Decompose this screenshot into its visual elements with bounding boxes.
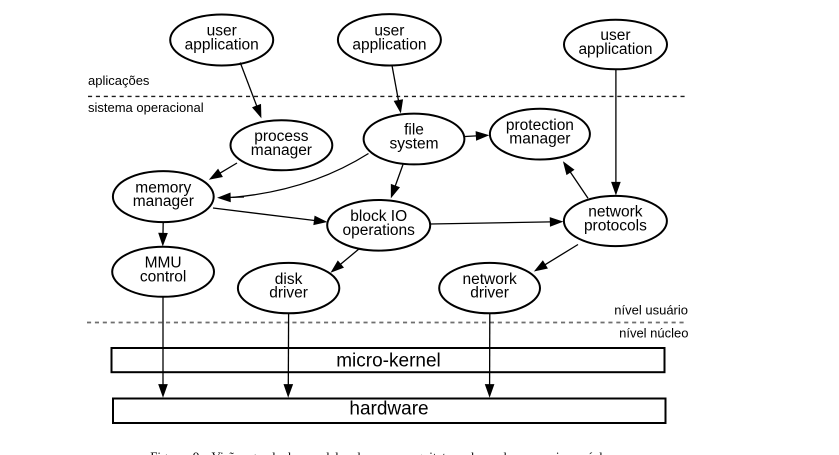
svg-text:driver: driver (269, 285, 308, 302)
svg-text:manager: manager (251, 142, 312, 159)
svg-text:micro-kernel: micro-kernel (336, 351, 441, 372)
svg-text:application: application (578, 41, 652, 58)
svg-text:hardware: hardware (349, 399, 428, 420)
svg-text:system: system (389, 136, 438, 153)
svg-text:user: user (207, 23, 237, 40)
svg-text:user: user (374, 23, 404, 40)
svg-text:process: process (254, 128, 309, 145)
svg-text:network: network (462, 271, 517, 288)
svg-text:disk: disk (275, 271, 303, 288)
svg-text:protection: protection (506, 117, 574, 134)
svg-text:driver: driver (470, 285, 509, 302)
svg-text:MMU: MMU (145, 255, 182, 272)
svg-text:nível usuário: nível usuário (614, 303, 688, 318)
svg-text:application: application (352, 36, 426, 53)
svg-text:sistema operacional: sistema operacional (88, 100, 204, 115)
svg-text:file: file (404, 122, 424, 139)
svg-text:control: control (140, 268, 187, 285)
svg-text:network: network (588, 204, 643, 221)
svg-text:manager: manager (133, 193, 194, 210)
svg-text:block IO: block IO (350, 208, 407, 225)
svg-text:aplicações: aplicações (88, 73, 150, 88)
svg-text:protocols: protocols (584, 218, 647, 235)
svg-text:nível núcleo: nível núcleo (619, 326, 688, 341)
svg-text:Figura 9: Visão geral do model: Figura 9: Visão geral do modelo de uma a… (150, 449, 615, 455)
svg-text:operations: operations (343, 222, 416, 239)
svg-text:manager: manager (509, 131, 570, 148)
svg-text:application: application (185, 37, 259, 54)
svg-text:memory: memory (135, 179, 191, 196)
svg-text:user: user (600, 27, 630, 44)
